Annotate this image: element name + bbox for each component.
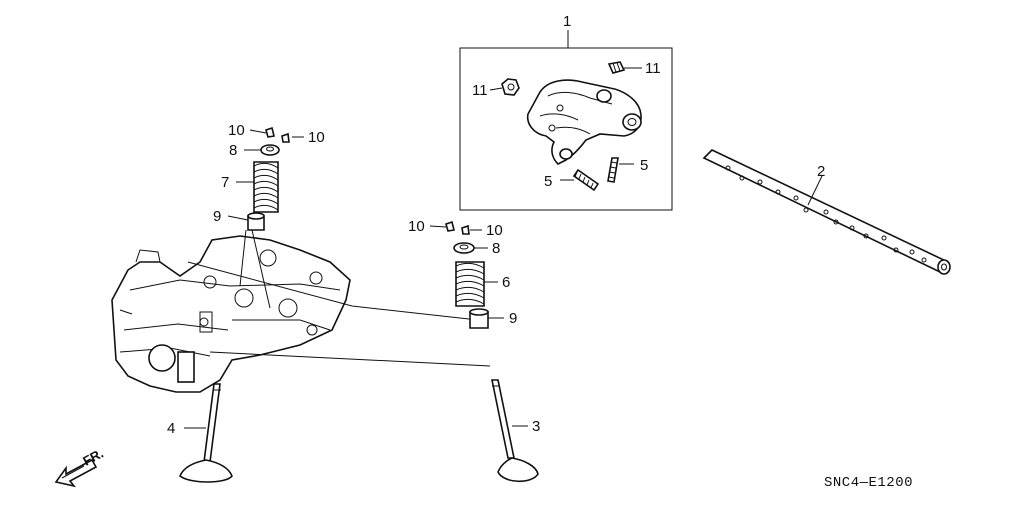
leaders-right-stack [429, 225, 504, 319]
valve-stem-seal-icon-b [469, 308, 489, 329]
lock-nut-icon [501, 78, 520, 96]
rocker-arm-assembly-group [459, 30, 673, 211]
assembly-box-outline [459, 47, 673, 211]
callout-8-left: 8 [229, 142, 237, 159]
adjusting-screw-icon [607, 61, 626, 74]
callout-9-right: 9 [509, 310, 517, 327]
rocker-spring-icon-b [607, 157, 619, 183]
valve-spring-icon-b [455, 261, 485, 307]
rocker-shaft-icon [702, 149, 951, 275]
callout-10-left-a: 10 [228, 122, 245, 139]
callout-10-right-b: 10 [486, 222, 503, 239]
callout-3: 3 [532, 418, 540, 435]
leader-2 [807, 175, 823, 206]
rocker-arm-icon [526, 79, 642, 165]
callout-1: 1 [563, 13, 571, 30]
callout-9-left: 9 [213, 208, 221, 225]
callout-2: 2 [817, 163, 825, 180]
valve-cotter-icon-a [265, 126, 275, 138]
rocker-spring-icon-a [572, 168, 600, 192]
diagram-code: SNC4—E1200 [824, 475, 913, 491]
callout-7: 7 [221, 174, 229, 191]
front-direction-arrow-icon [54, 458, 98, 488]
leader-11a [489, 87, 503, 91]
callout-5-lower: 5 [544, 173, 552, 190]
callout-11-right: 11 [645, 60, 661, 77]
exhaust-valve-icon [179, 383, 233, 483]
callout-11-left: 11 [472, 82, 488, 99]
callout-4: 4 [167, 420, 175, 437]
cylinder-head-icon [111, 235, 351, 393]
valve-cotter-icon-b [281, 132, 290, 143]
valve-cotter-icon-c [445, 220, 455, 232]
valve-spring-stack-left [247, 126, 290, 231]
callout-5-upper: 5 [640, 157, 648, 174]
callout-10-right-a: 10 [408, 218, 425, 235]
callout-6: 6 [502, 274, 510, 291]
valve-spring-stack-right [445, 220, 489, 329]
leaders-left-stack [227, 129, 304, 221]
valve-stem-seal-icon-a [247, 212, 265, 231]
valve-cotter-icon-d [461, 224, 470, 235]
callout-8-right: 8 [492, 240, 500, 257]
intake-valve-icon [491, 379, 539, 483]
reference-lines [187, 229, 491, 367]
callout-10-left-b: 10 [308, 129, 325, 146]
valve-spring-icon-a [253, 161, 279, 213]
